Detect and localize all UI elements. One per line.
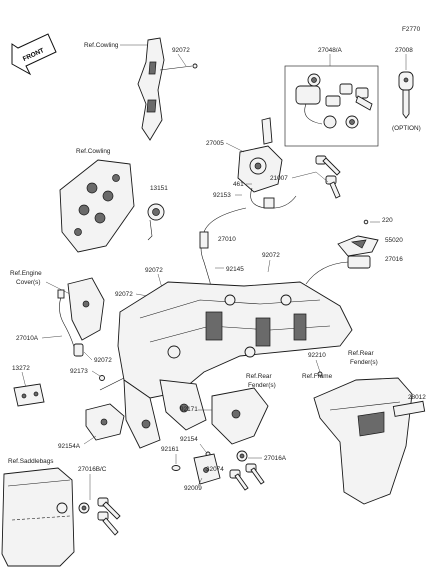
ref-cowling-mid: Ref.Cowling [76, 148, 111, 155]
part-461: 461 [233, 181, 244, 188]
part-92154: 92154 [180, 436, 198, 443]
cowling-bracket-top [137, 37, 198, 141]
lock-27016A [229, 450, 265, 491]
ref-rear-right-2: Fender(s) [350, 359, 378, 366]
lock-set-box [284, 65, 379, 147]
figure-id: F2770 [402, 26, 421, 33]
saddlebag-lock-parts [78, 497, 121, 536]
part-13272: 13272 [12, 365, 30, 372]
part-92171: 92171 [180, 406, 198, 413]
key-pair-icon [315, 155, 341, 199]
part-92154A: 92154A [58, 443, 81, 450]
lock-cylinder-13151 [147, 203, 165, 241]
part-27010: 27010 [218, 236, 236, 243]
ref-rear-right-1: Ref.Rear [348, 350, 374, 357]
main-frame [99, 281, 353, 449]
bracket-32074 [193, 453, 221, 485]
saddlebag [1, 467, 75, 567]
part-92161: 92161 [161, 446, 179, 453]
part-92072-top: 92072 [172, 47, 190, 54]
ignition-switch [237, 117, 297, 209]
part-27016: 27016 [385, 256, 403, 263]
part-27008: 27008 [395, 47, 413, 54]
option-label: (OPTION) [392, 125, 421, 132]
part-13151: 13151 [150, 185, 168, 192]
ref-engine-2: Cover(s) [16, 279, 41, 286]
part-27016BC: 27016B/C [78, 466, 107, 473]
cover-55020 [337, 235, 379, 257]
part-220: 220 [382, 217, 393, 224]
bracket-92154A [85, 403, 125, 441]
option-key-icon [398, 71, 414, 119]
part-92072-d: 92072 [94, 357, 112, 364]
reflector-28012 [392, 400, 426, 417]
lock-set-parts [295, 73, 373, 129]
meter-cowling-bracket [59, 159, 135, 253]
part-92009: 92009 [184, 485, 202, 492]
ref-engine-1: Ref.Engine [10, 270, 42, 277]
part-92072-b: 92072 [145, 267, 163, 274]
ref-cowling-top: Ref.Cowling [84, 42, 119, 49]
washer-92161 [171, 465, 181, 471]
ref-rear-mid-1: Ref.Rear [246, 373, 272, 380]
part-27048: 27048/A [318, 47, 343, 54]
grommet-92072-d [73, 343, 84, 357]
ref-rear-mid-2: Fender(s) [248, 382, 276, 389]
ref-frame: Ref.Frame [302, 373, 333, 380]
seat-lock-cable [199, 207, 247, 301]
part-92210: 92210 [308, 352, 326, 359]
bracket-13272 [13, 383, 45, 407]
rear-lock-bracket [211, 387, 269, 445]
part-27010A: 27010A [16, 335, 39, 342]
part-28012: 28012 [408, 394, 426, 401]
front-arrow-icon: FRONT [11, 33, 57, 76]
part-92145: 92145 [226, 266, 244, 273]
part-92153: 92153 [213, 192, 231, 199]
part-27005: 27005 [206, 140, 224, 147]
ref-saddlebags: Ref.Saddlebags [8, 458, 53, 465]
part-55020: 55020 [385, 237, 403, 244]
part-92072-a: 92072 [262, 252, 280, 259]
part-21007: 21007 [270, 175, 288, 182]
engine-cover-bracket [57, 277, 105, 357]
part-92072-c: 92072 [115, 291, 133, 298]
rear-fender [313, 377, 413, 505]
part-27016A: 27016A [264, 455, 287, 462]
part-92173: 92173 [70, 368, 88, 375]
part-32074: 32074 [206, 466, 224, 473]
seat-lock-27016 [305, 255, 371, 285]
